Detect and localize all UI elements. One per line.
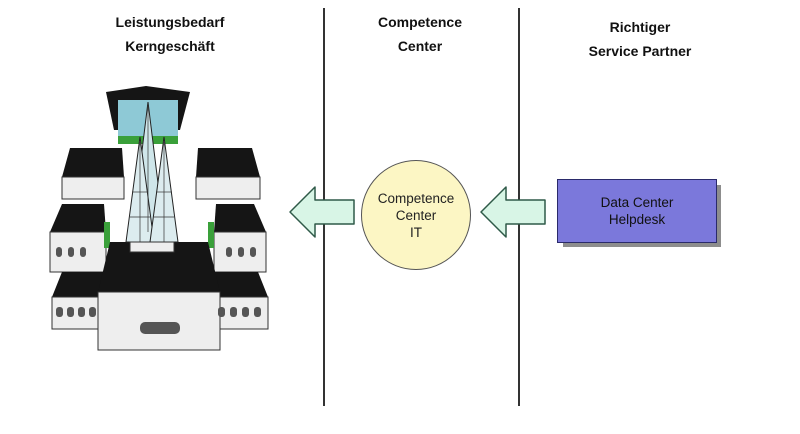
heading-core-business-line1: Leistungsbedarf [115, 14, 225, 30]
heading-competence-center: Competence Center [340, 10, 500, 58]
arrow-left-icon [289, 186, 355, 238]
arrow-left-icon [480, 186, 546, 238]
circle-line2: Center [395, 207, 437, 223]
heading-service-partner: Richtiger Service Partner [560, 15, 720, 63]
building-icon [49, 86, 269, 351]
heading-competence-center-line2: Center [397, 38, 443, 54]
box-line1: Data Center [600, 195, 674, 210]
box-line2: Helpdesk [608, 212, 666, 227]
competence-center-it-node: Competence Center IT [361, 160, 471, 270]
circle-line3: IT [410, 224, 422, 240]
heading-core-business-line2: Kerngeschäft [125, 38, 215, 54]
data-center-helpdesk-node: Data Center Helpdesk [557, 179, 717, 243]
heading-competence-center-line1: Competence [377, 14, 463, 30]
heading-core-business: Leistungsbedarf Kerngeschäft [80, 10, 260, 58]
heading-service-partner-line2: Service Partner [588, 43, 692, 59]
heading-service-partner-line1: Richtiger [609, 19, 671, 35]
circle-line1: Competence [377, 190, 455, 206]
